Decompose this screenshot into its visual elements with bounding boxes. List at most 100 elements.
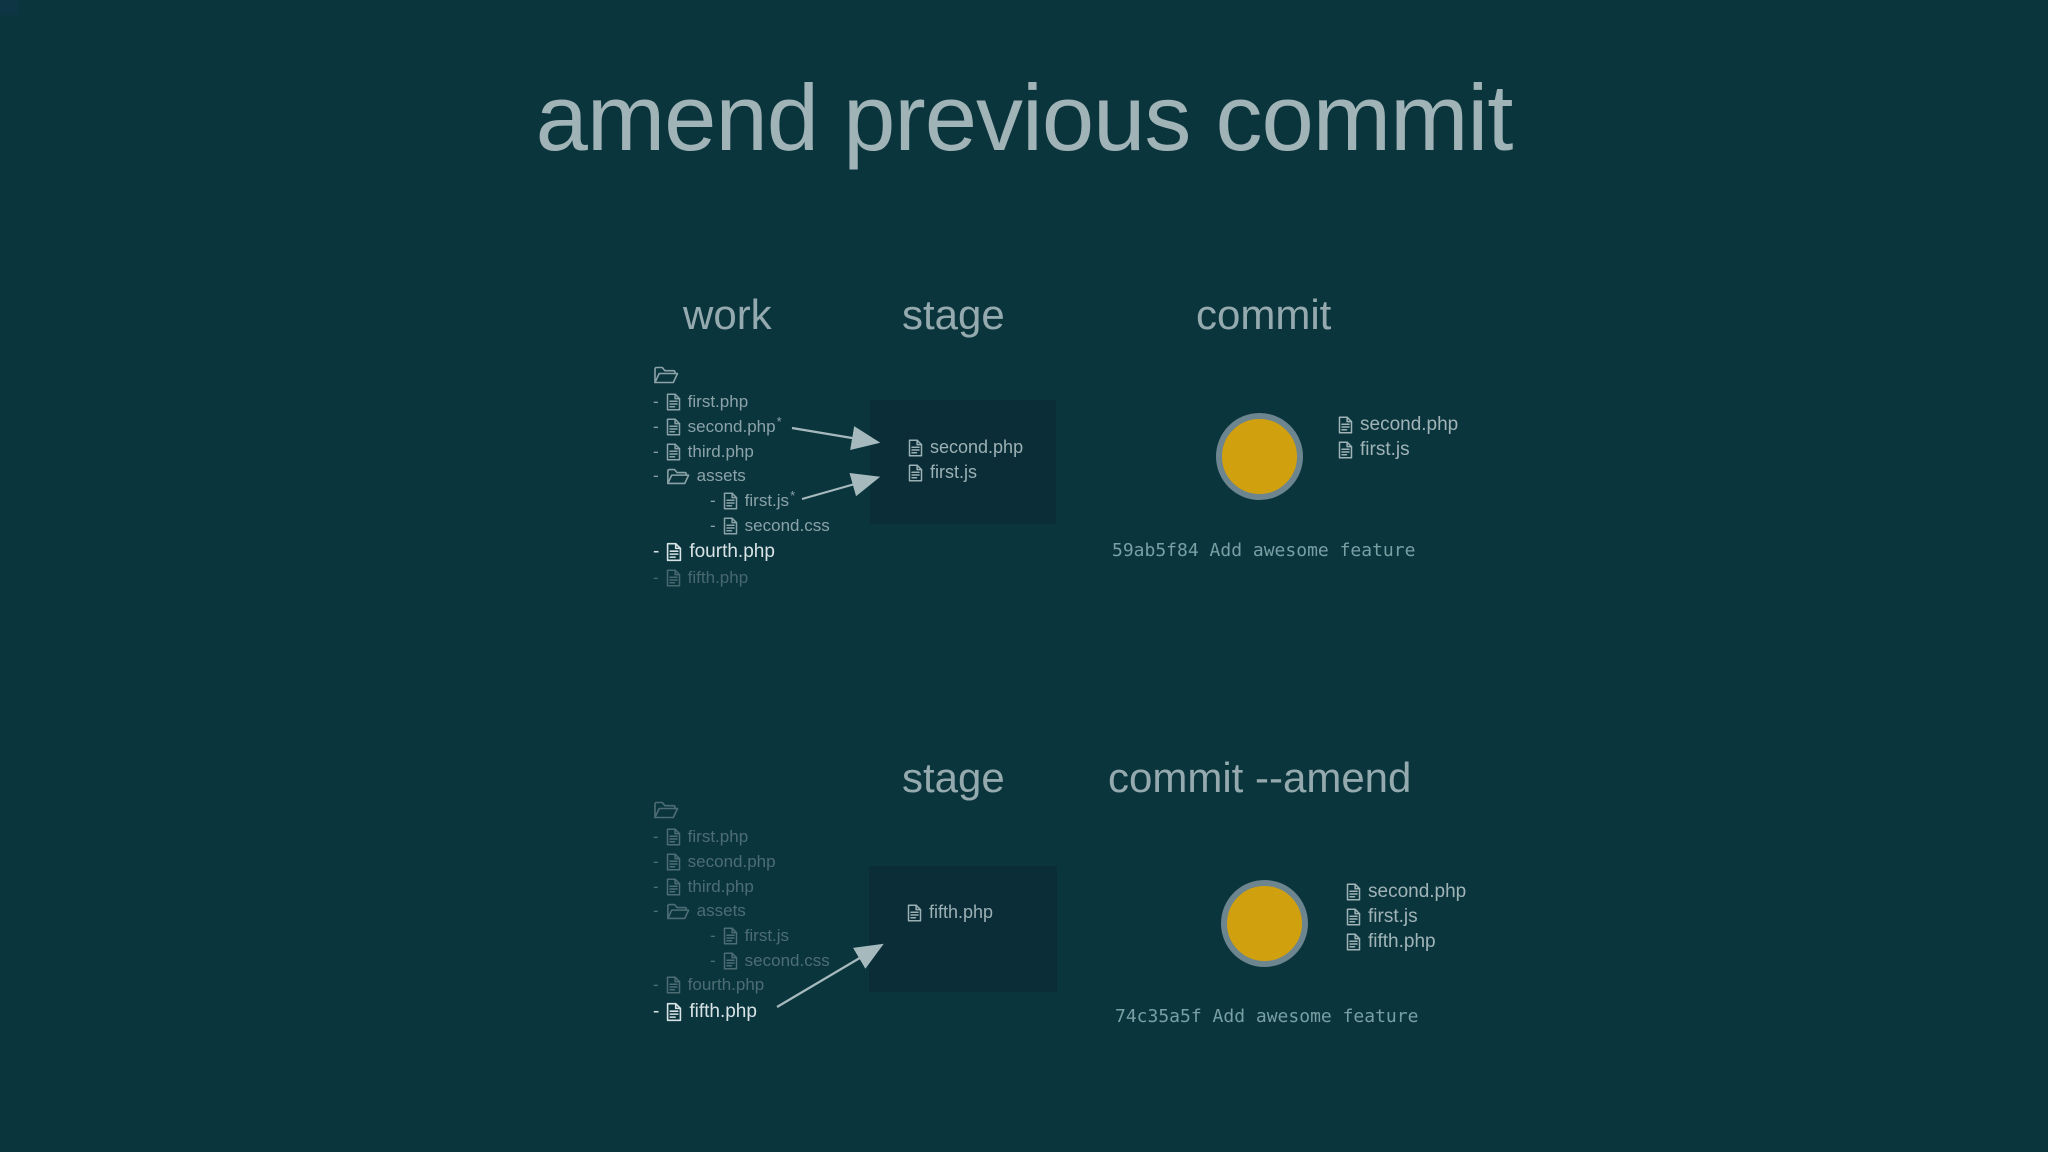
tree-item-first-php: - first.php [653, 825, 830, 850]
file-name: second.css [744, 515, 830, 535]
dash: - [653, 417, 659, 437]
committed-file: first.js [1338, 437, 1458, 462]
commit-node-bottom [1221, 880, 1308, 967]
committed-file: first.js [1346, 904, 1466, 929]
tree-item-third-php: - third.php [653, 874, 830, 899]
open-folder-icon [666, 468, 690, 485]
dash: - [653, 1000, 660, 1022]
file-name: first.php [687, 827, 749, 847]
file-icon [1338, 440, 1353, 459]
modified-marker: * [790, 487, 796, 503]
dash: - [710, 491, 716, 511]
tree-item-assets: - assets [653, 899, 830, 924]
file-icon [666, 542, 682, 562]
file-name: second.php [687, 852, 776, 872]
file-icon [723, 492, 738, 510]
tree-item-fourth-php: - fourth.php [653, 538, 831, 566]
staged-file: second.php [908, 435, 1056, 460]
dash: - [710, 926, 716, 946]
file-icon [723, 517, 738, 535]
stage-area-bottom: fifth.php [869, 866, 1057, 992]
file-name: second.css [744, 950, 830, 970]
dash: - [653, 876, 659, 896]
file-name: first.js [744, 926, 790, 946]
stage-area-top: second.php first.js [870, 400, 1056, 524]
committed-file: second.php [1346, 879, 1466, 904]
file-name: fourth.php [687, 975, 765, 995]
file-name: first.js [1360, 438, 1410, 460]
commit-files-bottom: second.php first.js fifth.php [1346, 879, 1466, 954]
dash: - [653, 541, 660, 563]
tree-item-fifth-php: - fifth.php [653, 998, 830, 1026]
tree-item-first-js: - first.js [710, 924, 830, 949]
tree-item-assets: - assets [653, 464, 831, 489]
file-name: first.php [687, 392, 749, 412]
file-icon [666, 443, 681, 461]
tree-item-fourth-php: - fourth.php [653, 973, 830, 998]
file-name: fifth.php [929, 902, 994, 922]
page-title: amend previous commit [535, 65, 1514, 170]
commit-message-bottom: 74c35a5f Add awesome feature [1115, 1006, 1419, 1027]
stage-header-top: stage [902, 291, 1005, 338]
file-icon [1346, 907, 1361, 926]
file-name: second.php [1368, 880, 1467, 902]
tree-root-row [653, 795, 830, 825]
file-icon [723, 952, 738, 970]
tree-item-first-php: - first.php [653, 390, 831, 415]
commit-amend-header: commit --amend [1108, 754, 1412, 801]
file-name: fifth.php [689, 1000, 757, 1022]
file-icon [666, 1002, 682, 1022]
file-name: fourth.php [689, 541, 775, 563]
commit-node-top [1216, 413, 1303, 500]
stage-header-bottom: stage [902, 754, 1005, 801]
committed-file: fifth.php [1346, 929, 1466, 954]
file-icon [723, 927, 738, 945]
staged-file: fifth.php [907, 900, 1057, 925]
dash: - [653, 901, 659, 921]
open-folder-icon [653, 801, 679, 819]
folder-name: assets [696, 466, 746, 486]
dash: - [653, 441, 659, 461]
dash: - [653, 827, 659, 847]
file-name: third.php [687, 441, 754, 461]
work-tree-top: - first.php - second.php * - third.php -… [653, 360, 831, 591]
file-name: first.js [744, 491, 790, 511]
file-icon [666, 828, 681, 846]
dash: - [653, 852, 659, 872]
file-icon [1346, 882, 1361, 901]
commit-files-top: second.php first.js [1338, 412, 1458, 462]
dash: - [653, 568, 659, 588]
file-name: fifth.php [687, 568, 749, 588]
commit-message-top: 59ab5f84 Add awesome feature [1112, 540, 1416, 561]
tree-item-second-css: - second.css [710, 948, 830, 973]
tree-item-second-css: - second.css [710, 513, 831, 538]
file-icon [666, 393, 681, 411]
tree-item-fifth-php: - fifth.php [653, 566, 831, 591]
tree-root-row [653, 360, 831, 390]
file-name: second.php [687, 417, 776, 437]
file-icon [1338, 415, 1353, 434]
file-name: second.php [930, 437, 1024, 457]
open-folder-icon [666, 903, 690, 920]
tree-item-first-js: - first.js * [710, 487, 831, 514]
dash: - [710, 950, 716, 970]
dash: - [653, 392, 659, 412]
work-header: work [683, 291, 772, 338]
file-icon [908, 438, 923, 457]
committed-file: second.php [1338, 412, 1458, 437]
tree-item-second-php: - second.php [653, 850, 830, 875]
tree-item-third-php: - third.php [653, 439, 831, 464]
work-tree-bottom: - first.php - second.php - third.php - a… [653, 795, 830, 1026]
commit-header-top: commit [1196, 291, 1332, 338]
file-icon [907, 903, 922, 922]
file-name: second.php [1360, 413, 1459, 435]
file-name: first.js [1368, 905, 1418, 927]
file-icon [666, 853, 681, 871]
file-icon [666, 976, 681, 995]
modified-marker: * [776, 413, 782, 429]
dash: - [710, 515, 716, 535]
open-folder-icon [653, 366, 679, 384]
corner-artifact [0, 0, 19, 15]
file-name: third.php [687, 876, 754, 896]
